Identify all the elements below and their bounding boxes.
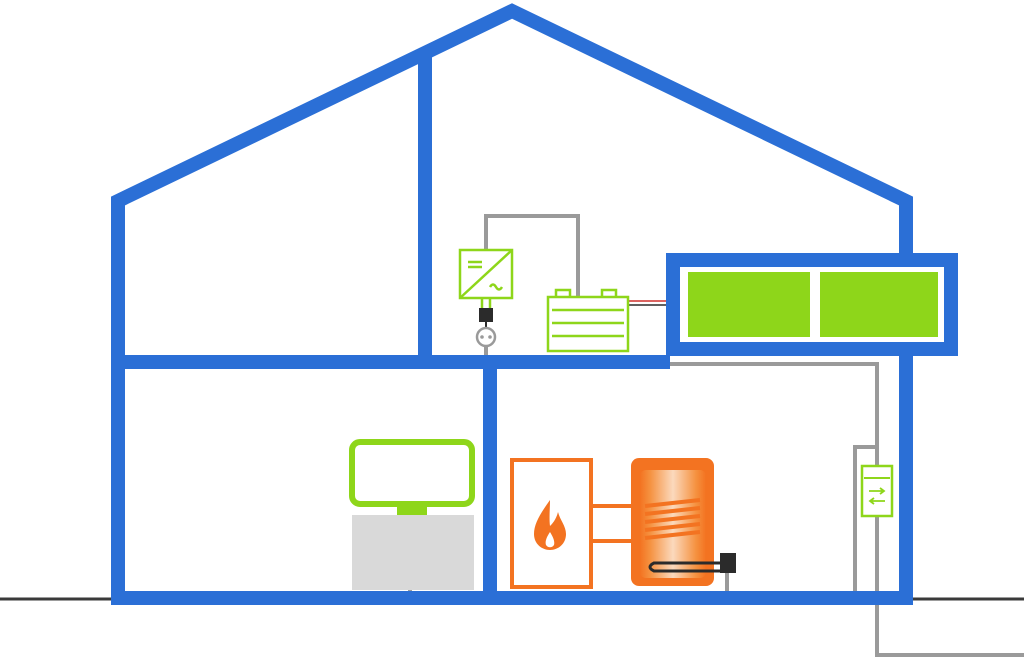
heat-coil-icon	[644, 498, 701, 540]
cable-meter-grid	[875, 510, 1024, 657]
tv-cabinet	[352, 515, 474, 590]
tv-stand	[397, 507, 427, 515]
heater-head	[720, 553, 736, 573]
tv-icon	[349, 439, 475, 590]
tv-screen	[349, 439, 475, 507]
inverter-diagonal	[459, 249, 513, 299]
flame-icon	[534, 500, 566, 550]
pv-panel-left	[688, 272, 810, 337]
cable-inverter-battery	[484, 214, 580, 298]
pv-array	[666, 253, 958, 356]
pv-panel-right	[820, 272, 938, 337]
inverter-ac-symbol	[488, 283, 504, 291]
tank-inner	[640, 470, 706, 578]
plug	[479, 298, 493, 328]
heater-rod	[648, 561, 722, 573]
house-structure	[111, 3, 913, 605]
meter-arrow-left	[868, 497, 885, 505]
inverter	[458, 248, 514, 300]
boiler-body	[510, 458, 593, 589]
hot-water-tank	[631, 458, 714, 586]
house-outline	[111, 3, 913, 598]
gas-boiler	[510, 458, 593, 589]
immersion-heater-icon	[648, 553, 736, 573]
socket-icon	[475, 326, 497, 348]
bidirectional-meter-icon	[860, 464, 894, 518]
plug-body	[479, 308, 493, 322]
cable-socket-meter	[484, 345, 879, 478]
meter-arrow-right	[869, 487, 886, 495]
battery-icon	[546, 288, 630, 353]
